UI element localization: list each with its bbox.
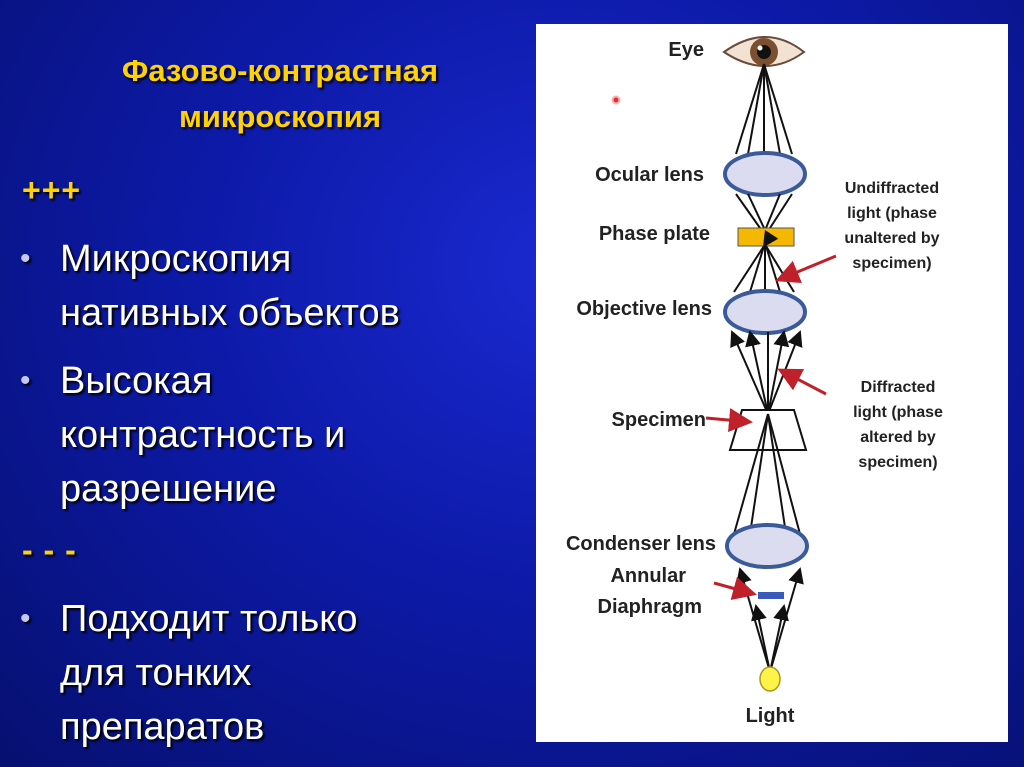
ocular-lens-icon <box>723 151 807 197</box>
light-source-icon <box>759 666 781 692</box>
pro-line: разрешение <box>60 468 277 510</box>
ray-bundle-ocular <box>735 193 793 229</box>
pro-line: нативных объектов <box>60 292 400 334</box>
laser-pointer-dot <box>611 95 621 105</box>
con-item-thin-samples: • Подходит только для тонких препаратов <box>20 592 520 754</box>
annotation-line: light (phase <box>847 205 937 222</box>
title-line-2: микроскопия <box>178 99 382 134</box>
label-light: Light <box>746 705 795 727</box>
ray-bundle-specimen <box>730 330 803 415</box>
condenser-lens-icon <box>725 523 809 569</box>
label-phase-plate: Phase plate <box>599 223 710 245</box>
label-objective-lens: Objective lens <box>576 298 712 320</box>
label-eye: Eye <box>668 39 704 61</box>
label-condenser-lens: Condenser lens <box>566 533 716 555</box>
slide-title: Фазово-контрастная микроскопия <box>40 48 520 140</box>
ray-bundle-light <box>736 567 804 673</box>
microscope-diagram-panel: Eye Ocular lens Phase plate Objective le… <box>536 24 1008 742</box>
con-line: Подходит только <box>60 598 358 640</box>
pro-line: контрастность и <box>60 414 346 456</box>
phase-plate-icon <box>737 227 795 247</box>
pros-marker: +++ <box>22 172 82 208</box>
eye-icon <box>722 36 806 67</box>
annotation-line: specimen) <box>852 255 931 272</box>
annular-diaphragm-icon <box>758 592 784 599</box>
pro-item-native-objects: • Микроскопия нативных объектов <box>20 232 520 340</box>
ray-bundle-condenser <box>733 413 801 535</box>
ray-bundle-eye <box>735 63 793 155</box>
cons-marker: - - - <box>22 532 77 568</box>
annotation-line: specimen) <box>858 454 937 471</box>
con-line: препаратов <box>60 706 265 748</box>
annotation-line: light (phase <box>853 404 943 421</box>
pointer-arrows <box>705 254 837 601</box>
label-diaphragm: Diaphragm <box>598 596 702 618</box>
label-annular: Annular <box>610 565 686 587</box>
ray-bundle-objective <box>733 229 795 293</box>
annotation-line: Diffracted <box>861 379 936 396</box>
annotation-diffracted: Diffracted light (phase altered by speci… <box>853 379 943 471</box>
pro-line: Высокая <box>60 360 213 402</box>
bullet-dot: • <box>20 364 31 397</box>
title-line-1: Фазово-контрастная <box>121 53 439 88</box>
pro-item-contrast: • Высокая контрастность и разрешение <box>20 354 520 516</box>
optical-path-diagram: Eye Ocular lens Phase plate Objective le… <box>566 36 943 727</box>
annotation-line: unaltered by <box>844 230 939 247</box>
con-line: для тонких <box>60 652 252 694</box>
objective-lens-icon <box>723 289 807 335</box>
bullet-dot: • <box>20 602 31 635</box>
annotation-undiffracted: Undiffracted light (phase unaltered by s… <box>844 180 939 272</box>
label-specimen: Specimen <box>612 409 706 431</box>
pro-line: Микроскопия <box>60 238 292 280</box>
annotation-line: Undiffracted <box>845 180 939 197</box>
annotation-line: altered by <box>860 429 936 446</box>
bullet-dot: • <box>20 242 31 275</box>
label-ocular-lens: Ocular lens <box>595 164 704 186</box>
